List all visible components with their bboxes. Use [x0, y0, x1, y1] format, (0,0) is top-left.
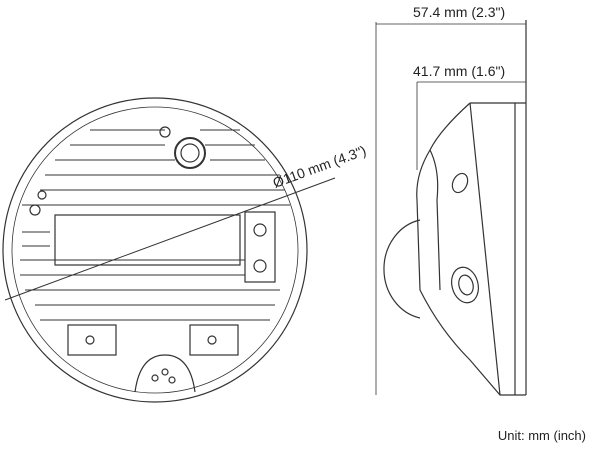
mount-tab	[67, 324, 117, 356]
side-view	[375, 20, 527, 396]
center-slot	[54, 214, 241, 266]
base-outline	[2, 97, 308, 403]
screw	[253, 259, 267, 273]
base-inner-ring	[11, 106, 299, 394]
ribs	[20, 129, 290, 321]
screw	[253, 223, 267, 237]
depth-total-label: 57.4 mm (2.3")	[413, 4, 505, 20]
mount-tab	[189, 324, 239, 356]
dome	[383, 219, 421, 319]
depth-body-label: 41.7 mm (1.6")	[413, 63, 505, 79]
bottom-notch	[134, 354, 196, 393]
lens	[451, 266, 479, 304]
connector-plate	[244, 211, 276, 283]
cable-port	[174, 137, 206, 169]
diameter-line	[4, 177, 336, 301]
sensor-hole	[451, 172, 469, 194]
unit-label: Unit: mm (inch)	[497, 428, 586, 443]
bottom-view	[2, 97, 308, 403]
